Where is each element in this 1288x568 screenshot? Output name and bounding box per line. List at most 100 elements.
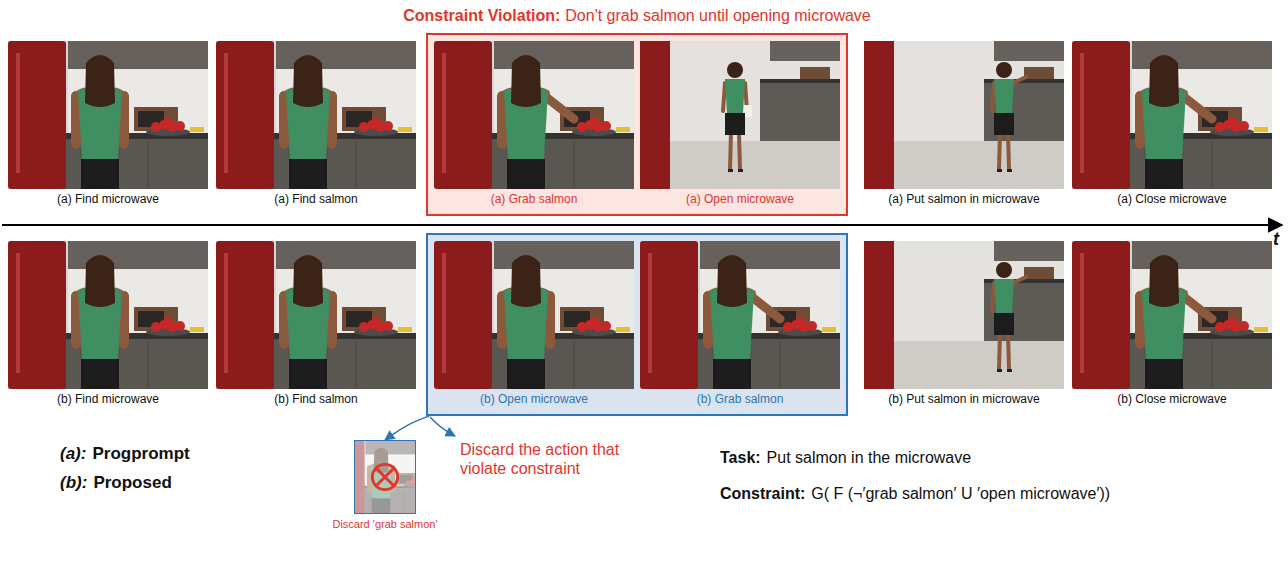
skirt [1145,159,1183,189]
label-text: Progprompt [92,444,189,463]
arm [1184,97,1212,119]
microwave [398,473,415,485]
fridge-handle [16,253,20,373]
wall [434,241,634,389]
cabinet-seam [356,141,357,189]
frame-caption: (b) Close microwave [1072,392,1272,407]
discard-symbol [376,468,394,486]
scene-group [864,41,1064,189]
fridge [640,41,670,189]
frame-caption: (b) Open microwave [434,392,634,407]
scene-group [216,41,416,189]
scene-group [434,241,634,389]
fridge [434,241,492,389]
frame-illustration [640,241,840,389]
arm [992,283,994,311]
pointer-arrow [430,417,455,436]
microwave [1024,67,1054,79]
wall [864,241,1064,389]
wall [640,241,840,389]
leg [730,133,731,169]
skirt [372,498,390,513]
axis-symbol: t [1273,229,1279,249]
shoe [728,169,733,172]
wall [355,441,415,513]
cabinet-seam [780,341,781,389]
tomato [175,121,185,131]
arm [752,297,780,319]
cabinet-seam [404,490,405,513]
constraint-line: Constraint:G( F (¬′grab salmon′ U ′open … [720,484,1110,503]
hair [1149,55,1179,107]
tomato [412,478,415,483]
video-frame: (a) Put salmon in microwave [864,41,1064,207]
scene-group [1072,241,1272,389]
tomato [601,321,611,331]
heading-title: Constraint Violation: [403,7,560,24]
fridge-handle [224,53,228,173]
frame-illustration [1072,241,1272,389]
fridge-handle [648,253,652,373]
shirt [994,279,1014,313]
frame-illustration [1072,41,1272,189]
hair [717,255,747,307]
arm [992,83,994,111]
tomato [383,321,393,331]
food-item [398,127,412,132]
cabinet-seam [148,141,149,189]
label-text: Put salmon in the microwave [767,449,972,466]
shoe [1007,169,1012,172]
fridge-handle [1080,53,1084,173]
video-frame: (a) Find salmon [216,41,416,207]
discard-thumbnail [354,440,416,514]
video-frame: (b) Put salmon in microwave [864,241,1064,407]
cabinet-seam [356,341,357,389]
tomato [175,321,185,331]
head [727,62,743,78]
tomato [1239,321,1249,331]
frame-caption: (a) Close microwave [1072,192,1272,207]
fridge [8,41,66,189]
frame-illustration [8,241,208,389]
violation-box: Constraint Violation:Don't grab salmon u… [426,33,848,216]
food-item [616,327,630,332]
hair [85,255,115,307]
frame-caption: (a) Grab salmon [434,192,634,207]
skirt [1145,359,1183,389]
head [996,62,1012,78]
label-text: Proposed [93,473,171,492]
arm [723,83,725,111]
wall [1072,41,1272,189]
scene-group [355,441,415,513]
tomato [163,317,173,327]
leg [739,133,740,169]
upper-cabinet [366,441,415,455]
microwave [134,107,178,131]
skirt [81,159,119,189]
tomato [589,117,599,127]
frame-illustration [434,41,634,189]
video-frame: (b) Grab salmon [640,241,840,407]
tomato [795,317,805,327]
arm [1013,77,1026,83]
frame-caption: (b) Put salmon in microwave [864,392,1064,407]
arm [1013,277,1026,283]
skirt [994,113,1014,135]
fridge-handle [16,53,20,173]
label-text: (a): [60,444,86,463]
fridge [8,241,66,389]
upper-cabinet [994,241,1064,261]
video-frame: (a) Close microwave [1072,41,1272,207]
wall [8,41,208,189]
cabinet-seam [1212,141,1213,189]
note-text: Discard the action that violate constrai… [460,441,619,477]
food-item [190,127,204,132]
frame-caption: (a) Find salmon [216,192,416,207]
upper-cabinet [994,41,1064,61]
discard-symbol [372,464,397,489]
frame-illustration [864,41,1064,189]
tomato [371,117,381,127]
tomato [163,117,173,127]
frame-caption: (b) Find salmon [216,392,416,407]
tomato [1227,317,1237,327]
